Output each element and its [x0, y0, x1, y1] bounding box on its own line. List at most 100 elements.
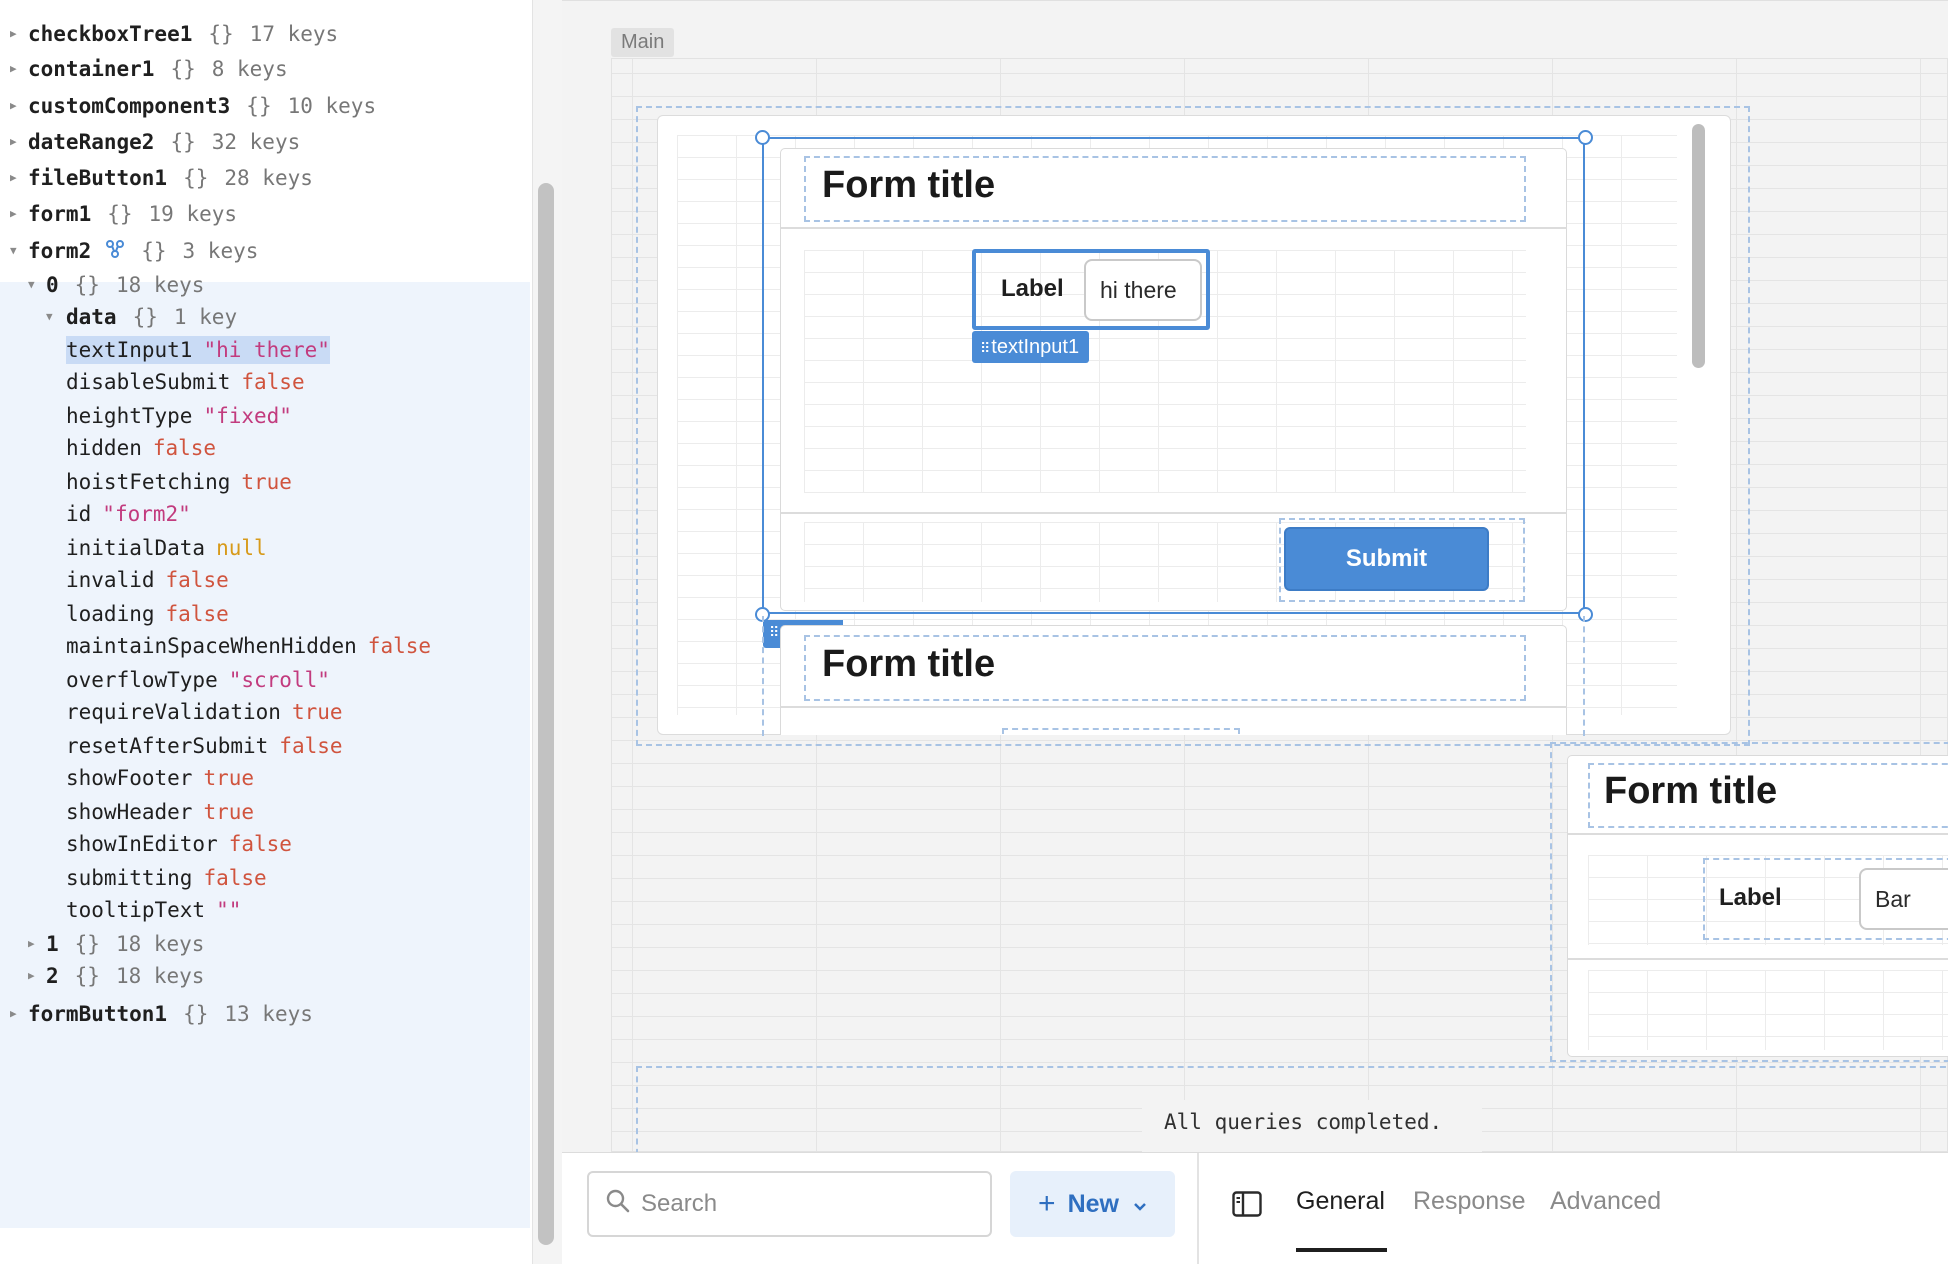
search-input[interactable]: [641, 1190, 971, 1218]
form-header-outline: [804, 156, 1526, 222]
panel-divider: [1197, 1153, 1199, 1264]
chevron-right-icon: ▶: [10, 207, 17, 220]
selected-node-highlight: [0, 282, 530, 1228]
selection-box: [762, 137, 1585, 614]
chevron-down-icon: [1133, 1190, 1147, 1219]
list-item-outline: [1583, 616, 1585, 736]
tree-prop-heightType[interactable]: heightType"fixed": [66, 404, 292, 428]
state-tree-panel: ▶ checkboxTree1{}17 keys ▶ container1{}8…: [0, 0, 530, 1264]
tree-prop-overflowType[interactable]: overflowType"scroll": [66, 668, 330, 692]
submit-button-outline: [1279, 518, 1525, 602]
form-header-outline: [1588, 763, 1948, 828]
resize-handle[interactable]: [1578, 607, 1593, 622]
tree-node-customComponent3[interactable]: ▶ customComponent3{}10 keys: [10, 86, 376, 126]
resize-handle[interactable]: [1578, 130, 1593, 145]
tab-response[interactable]: Response: [1413, 1187, 1526, 1215]
form-outline: [1550, 742, 1948, 1062]
tree-prop-id[interactable]: id"form2": [66, 502, 191, 526]
form-card[interactable]: [780, 625, 1567, 735]
chevron-right-icon: ▶: [28, 969, 35, 982]
query-status: All queries completed.: [1142, 1100, 1482, 1152]
form-header-outline: [804, 635, 1526, 701]
tree-prop-tooltipText[interactable]: tooltipText"": [66, 898, 242, 922]
chevron-right-icon: ▶: [28, 937, 35, 950]
new-query-button[interactable]: + New: [1010, 1171, 1175, 1237]
tree-node-form1[interactable]: ▶ form1{}19 keys: [10, 194, 237, 234]
submit-button[interactable]: Submit: [1284, 527, 1489, 591]
tree-node-form2[interactable]: ▼ form2{}3 keys: [10, 231, 258, 271]
field-label: Label: [1001, 275, 1064, 302]
chevron-right-icon: ▶: [10, 171, 17, 184]
component-name-tag[interactable]: ⠿textInput1: [972, 331, 1090, 363]
list-view-outline: [636, 106, 1750, 746]
form-header-divider: [781, 706, 1567, 708]
chevron-right-icon: ▶: [10, 1007, 17, 1020]
search-icon: [605, 1188, 631, 1221]
tree-prop-textInput1[interactable]: textInput1"hi there": [66, 330, 330, 370]
text-input-value: hi there: [1100, 276, 1177, 303]
chevron-right-icon: ▶: [10, 62, 17, 75]
tree-node-form2-0[interactable]: ▼ 0{}18 keys: [28, 265, 204, 305]
drag-grip-icon[interactable]: ⠿: [769, 624, 780, 640]
form-footer-grid: [1588, 970, 1948, 1050]
list-item-outline: [762, 616, 764, 736]
chevron-down-icon: ▼: [28, 278, 35, 291]
chevron-down-icon: ▼: [10, 244, 17, 257]
chevron-right-icon: ▶: [10, 135, 17, 148]
query-panel: + New General Response Advanced: [562, 1152, 1948, 1264]
frame-label[interactable]: Main: [611, 28, 675, 57]
container-scrollbar-thumb[interactable]: [1692, 124, 1705, 368]
tree-node-formButton1[interactable]: ▶ formButton1{}13 keys: [10, 994, 313, 1034]
link-icon[interactable]: [105, 232, 125, 272]
text-input[interactable]: hi there: [1084, 259, 1202, 321]
text-input[interactable]: Bar: [1859, 868, 1948, 930]
form-title[interactable]: Form title: [822, 643, 996, 685]
chevron-right-icon: ▶: [10, 99, 17, 112]
chevron-right-icon: ▶: [10, 27, 17, 40]
panel-toggle-icon[interactable]: [1232, 1191, 1262, 1222]
active-tab-indicator: [1296, 1248, 1387, 1252]
drag-grip-icon[interactable]: ⠿: [980, 340, 990, 356]
selected-prop: textInput1"hi there": [66, 336, 330, 364]
field-outline: [1703, 858, 1948, 940]
form-title[interactable]: Form title: [1604, 770, 1778, 812]
plus-icon: +: [1038, 1187, 1056, 1220]
tree-node-fileButton1[interactable]: ▶ fileButton1{}28 keys: [10, 158, 313, 198]
form-header-divider: [781, 227, 1567, 229]
chevron-down-icon: ▼: [46, 310, 53, 323]
tree-node-checkboxTree1[interactable]: ▶ checkboxTree1{}17 keys: [10, 14, 338, 54]
query-search-box[interactable]: [587, 1171, 992, 1237]
tab-advanced[interactable]: Advanced: [1550, 1187, 1662, 1215]
tab-general[interactable]: General: [1296, 1187, 1385, 1215]
resize-handle[interactable]: [755, 130, 770, 145]
editor-canvas[interactable]: Main Form title Label hi there ⠿textInpu…: [562, 0, 1948, 1152]
second-list-item: Form title: [677, 625, 1677, 735]
container-outline: [636, 1066, 1948, 1152]
tree-node-dateRange2[interactable]: ▶ dateRange2{}32 keys: [10, 122, 300, 162]
tree-node-form2-1[interactable]: ▶ 1{}18 keys: [28, 924, 204, 964]
tree-node-form2-2[interactable]: ▶ 2{}18 keys: [28, 956, 204, 996]
text-input-selection-outline: [972, 249, 1210, 330]
tree-node-data[interactable]: ▼ data{}1 key: [46, 297, 237, 337]
tree-scrollbar-thumb[interactable]: [538, 183, 554, 1245]
form-footer-divider: [781, 512, 1567, 514]
field-outline: [1002, 728, 1240, 735]
text-input-value: Bar: [1875, 885, 1911, 912]
form-header-divider: [1568, 833, 1948, 835]
form-title[interactable]: Form title: [822, 164, 996, 206]
tree-node-container1[interactable]: ▶ container1{}8 keys: [10, 49, 288, 89]
form-footer-divider: [1568, 958, 1948, 960]
